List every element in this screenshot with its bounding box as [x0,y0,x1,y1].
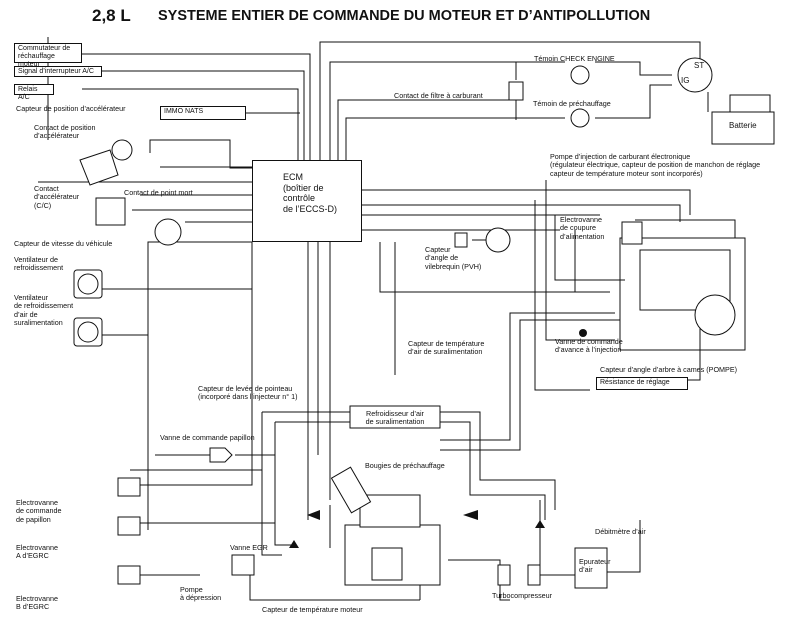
neutral-contact-label: Contact de point mort [124,188,193,197]
ac-relay-box: Relais A/C [14,84,54,101]
vacuum-pump-label: Pompe à dépression [180,585,222,603]
engine-size-label: 2,8 L [92,6,131,25]
ignition-st-label: ST [694,61,705,70]
throttle-solenoid-label: Electrovanne de commande de papillon [16,498,62,524]
accel-contact-label: Contact d’accélérateur (C/C) [34,184,80,210]
ignition-ig-label: IG [681,76,690,85]
fuel-cut-solenoid-label: Electrovanne de coupure d’alimentation [560,215,605,241]
air-filter-label: Epurateur d’air [579,557,611,575]
accel-position-sensor-label: Capteur de position d’accélérateur [16,104,126,113]
heater-switch-box: Commutateur de réchauffage moteur [14,43,82,68]
check-engine-lamp-label: Témoin CHECK ENGINE [534,54,615,63]
cooling-fan-label: Ventilateur de refroidissement [14,255,64,273]
boost-air-temp-sensor-label: Capteur de température d’air de suralime… [408,339,485,357]
egr-valve-label: Vanne EGR [230,543,268,552]
diagram-title: SYSTEME ENTIER DE COMMANDE DU MOTEUR ET … [158,8,651,24]
accel-position-contact-label: Contact de position d’accélérateur [34,123,96,141]
engine-temp-sensor-label: Capteur de température moteur [262,605,363,614]
timing-control-valve-label: Vanne de commande d’avance à l’injection [555,337,623,355]
intercooler-label: Refroidisseur d’air de suralimentation [365,409,425,427]
fuel-filter-contact-label: Contact de filtre à carburant [394,91,483,100]
boost-air-fan-label: Ventilateur de refroidissement d’air de … [14,293,74,328]
needle-lift-sensor-label: Capteur de levée de pointeau (incorporé … [198,384,298,402]
cam-angle-sensor-label: Capteur d’angle d’arbre à cames (POMPE) [600,365,738,374]
air-flow-meter-label: Débitmètre d’air [595,527,646,536]
crank-angle-sensor-label: Capteur d’angle de vilebrequin (PVH) [425,245,482,271]
injection-pump-label: Pompe d’injection de carburant électroni… [550,152,761,178]
glow-lamp-label: Témoin de préchauffage [533,99,611,108]
throttle-valve-label: Vanne de commande papillon [160,433,255,442]
ecm-box: ECM (boîtier de contrôle de l’ECCS-D) [252,160,362,242]
adjust-resistor-box: Résistance de réglage [596,377,688,390]
egrc-solenoid-b-label: Electrovanne B d’EGRC [16,594,58,612]
turbocharger-label: Turbocompresseur [492,591,553,600]
glow-plugs-label: Bougies de préchauffage [365,461,445,470]
immo-nats-box: IMMO NATS [160,106,246,120]
egrc-solenoid-a-label: Electrovanne A d’EGRC [16,543,58,561]
battery-label: Batterie [729,121,757,130]
vehicle-speed-sensor-label: Capteur de vitesse du véhicule [14,239,113,248]
ac-switch-signal-box: Signal d’interrupteur A/C [14,66,102,77]
